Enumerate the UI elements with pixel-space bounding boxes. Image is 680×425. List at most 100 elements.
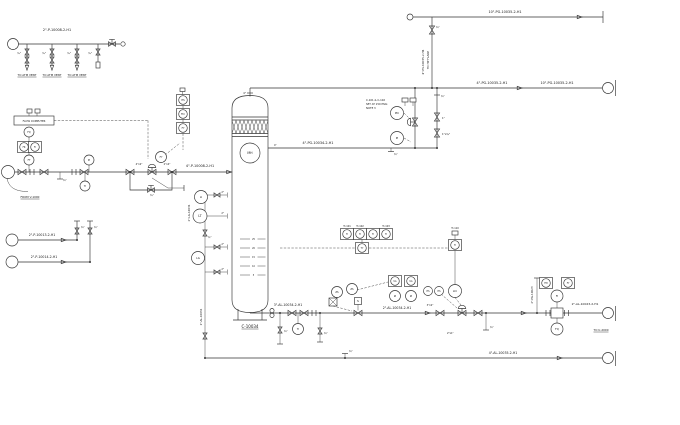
instrument-tag: FI: [556, 294, 559, 298]
flare-header: [406, 11, 604, 88]
control-valve-icon: [147, 163, 157, 175]
instrument-tag: FIC: [181, 113, 185, 116]
instrument-flag: [34, 108, 41, 114]
vent-dest-1: TO ATM VENT: [17, 73, 37, 77]
instrument-ti-bubble: TI: [340, 228, 354, 240]
blind-flange: [95, 61, 101, 69]
instrument-mh-bubble: MH: [239, 142, 261, 164]
pressure-control-station: [268, 88, 441, 152]
pv-bypass-size-1: 1": [442, 116, 445, 120]
instrument-lg-bubble: LG: [191, 251, 205, 265]
instrument-fi-bubble: FI: [550, 289, 564, 303]
flare-header-line-number: 10"-PG-10035-2-H1: [488, 10, 521, 14]
feed-cv-reducer-in: 4"x2": [136, 163, 143, 166]
ti-tag-2: TI-102: [356, 225, 364, 228]
instrument-lt-bubble: LT: [192, 208, 208, 224]
overhead-riser-size: 4": [243, 91, 246, 95]
instrument-fic-bubble: FIC: [176, 108, 190, 120]
hand-valve-icon: [147, 185, 155, 193]
bottoms-branch-size: ¾": [324, 331, 328, 335]
overhead-line-number-2: 10"-PG-10035-2-H1: [540, 81, 573, 85]
vent-manifold: [7, 38, 126, 71]
nozzle-size-2: 2": [221, 212, 224, 215]
overhead-line-number-1: 4"-PG-10035-2-H1: [477, 81, 508, 85]
instrument-tag: ZS: [350, 288, 354, 291]
instrument-tag: FT: [28, 159, 31, 162]
instrument-tag: PI: [396, 136, 399, 140]
offpage-connector: [5, 233, 19, 247]
instrument-tag: ZS: [335, 291, 339, 294]
instrument-tag: FY: [160, 156, 163, 159]
feed-metering-station: [1, 108, 232, 192]
column-internals: [231, 120, 269, 276]
pg-branch-line-number: 2"-PG-10023: [530, 286, 534, 303]
instrument-tag: TY: [361, 247, 364, 250]
instrument-tag: PIC: [395, 111, 399, 115]
vent-drop-size-3: ¾": [67, 51, 71, 55]
instrument-tag: LI: [200, 195, 202, 199]
instrument-tag: TI: [385, 233, 387, 236]
pv-note-line-3: NOTE 3: [366, 106, 376, 110]
instrument-ty-bubble: TY: [355, 242, 369, 254]
instrument-flag: [451, 230, 459, 236]
tray-label-1: 25: [252, 238, 255, 241]
instrument-tag: UA: [409, 280, 413, 283]
instrument-tag: HS: [437, 290, 441, 293]
distillation-column: [226, 95, 269, 321]
instrument-tag: LT: [198, 214, 201, 218]
feed2-riser-size: ¾": [81, 225, 85, 229]
offpage-connector: [602, 307, 614, 319]
instrument-fq-bubble: FQ: [23, 126, 35, 138]
vent-dest-3: TO ATM VENT: [67, 73, 87, 77]
ti-tag-1: TI-101: [343, 225, 351, 228]
vapor-line-number: 4"-PG-10034-2-H1: [303, 141, 334, 145]
offpage-connector: [406, 13, 414, 21]
instrument-tag: FY: [182, 127, 185, 130]
bottoms-cv-note: 2"x1": [447, 332, 454, 335]
instrument-tag: TI: [84, 185, 86, 188]
instrument-zi-bubble: ZI: [389, 290, 401, 302]
instrument-flag: [409, 97, 417, 103]
instrument-lic-bubble: LIC: [448, 284, 462, 298]
feed-control-valve-station: [125, 87, 186, 193]
bottoms-vent-size: ¾": [490, 325, 494, 329]
instrument-flag: [179, 87, 186, 92]
closed-drain-line-number: 4"-AL-10035-2-H1: [489, 351, 518, 355]
level-gauge-line-number: 2"-LG-10034: [187, 204, 191, 221]
instrument-flag: [26, 108, 33, 114]
instrument-tag: PI: [88, 159, 90, 162]
bottoms-drain-size: ¾": [284, 329, 288, 333]
nozzle-size-4: 2": [221, 268, 224, 271]
offpage-connector: [1, 165, 15, 179]
instrument-tag: TI: [454, 244, 456, 247]
instrument-tag: LIC: [453, 289, 457, 293]
bridle-valve-size: ¾": [208, 236, 211, 239]
instrument-fq-bubble: FQ: [550, 322, 564, 336]
pv-note-line-1: C-101 & C-102: [366, 98, 385, 102]
instrument-tag: FQ: [27, 131, 30, 134]
column-tag: C-10034: [242, 324, 259, 329]
tray-label-3: 15: [252, 256, 255, 259]
flow-element-box: [550, 307, 564, 319]
vent-drop-size-4: ¾": [88, 51, 92, 55]
instrument-zs-bubble: ZS: [331, 286, 343, 298]
instrument-ti-bubble: TI: [79, 180, 91, 192]
feed-drain-size: ¾": [63, 178, 67, 182]
instrument-ti-bubble: TI: [379, 228, 393, 240]
offpage-connector: [602, 82, 614, 94]
closed-drain-line: [205, 351, 616, 366]
flow-computer-label: FLOW COMPUTER: [23, 119, 46, 123]
feed2-line-number: 2"-P-10013-2-H1: [29, 233, 56, 237]
instrument-fi-bubble: FI: [28, 141, 42, 153]
ti-tag-3: TI-103: [382, 225, 390, 228]
instrument-tag: FI: [34, 146, 36, 149]
vent-drop-size-2: ¾": [42, 51, 46, 55]
instrument-ti-bubble: TI: [292, 323, 304, 335]
feed-bypass-size: ¾": [150, 193, 154, 197]
instrument-pi-bubble: PI: [83, 154, 95, 166]
instrument-zs-bubble: ZS: [346, 283, 358, 295]
instrument-tag: TI: [359, 233, 361, 236]
instrument-fy-bubble: FY: [176, 122, 190, 134]
